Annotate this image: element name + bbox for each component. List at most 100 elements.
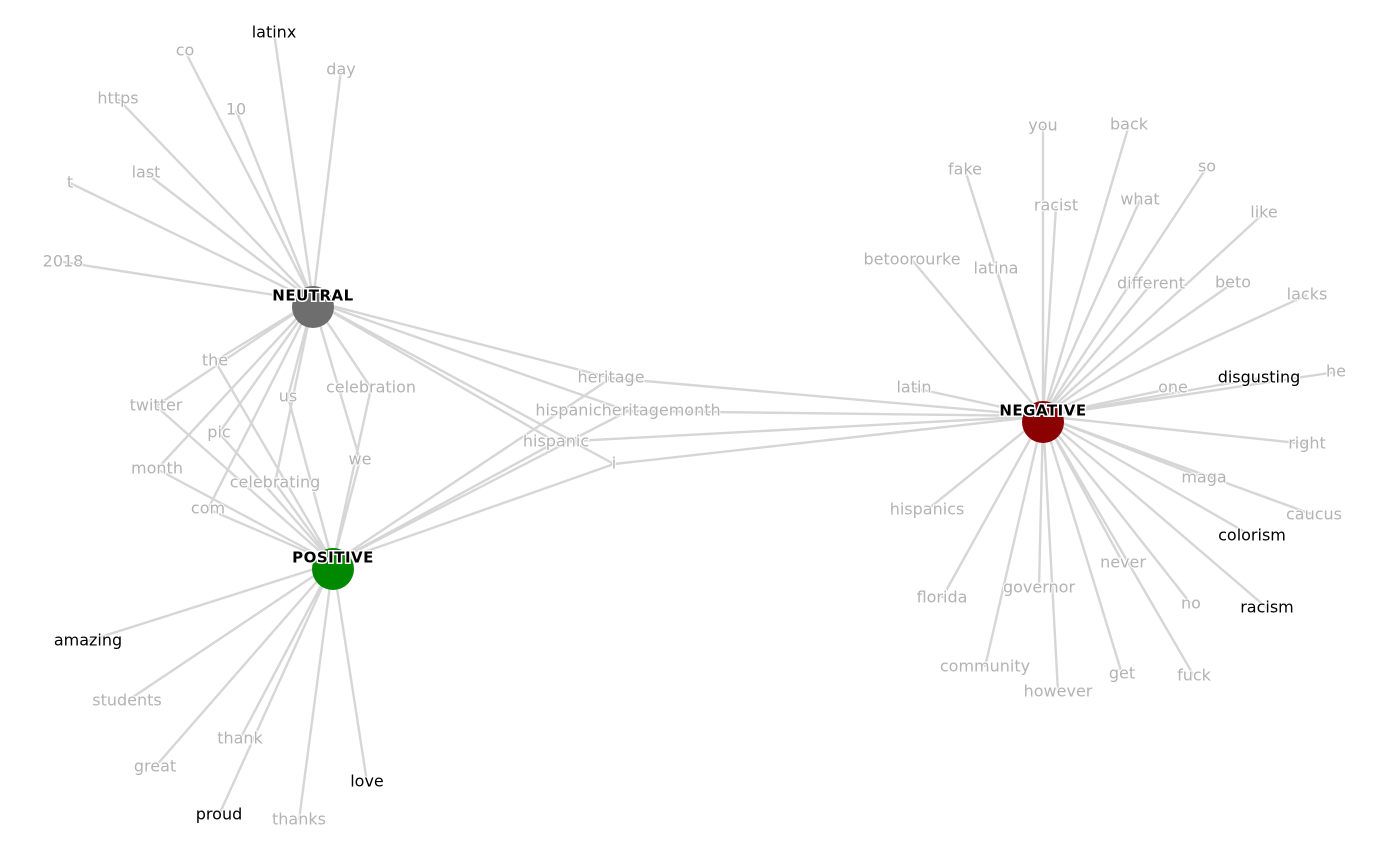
word-node-amazing[interactable]: amazing	[53, 630, 123, 651]
edge-negative-what	[1041, 199, 1142, 417]
word-node-caucus[interactable]: caucus	[1285, 504, 1343, 525]
edge-negative-hispanicheritagemonth	[627, 409, 1044, 418]
word-node-different[interactable]: different	[1116, 273, 1186, 294]
word-node-betoorourke[interactable]: betoorourke	[862, 249, 961, 270]
edge-negative-beto	[1042, 282, 1234, 417]
edges-layer	[62, 32, 1337, 821]
word-node-celebrating[interactable]: celebrating	[229, 472, 321, 493]
word-node-racism[interactable]: racism	[1239, 597, 1295, 618]
word-node-heritage[interactable]: heritage	[576, 367, 645, 388]
word-node-day[interactable]: day	[325, 59, 356, 80]
words-layer: latinx co day https 10 t last 2018 the twitter pic…	[42, 22, 1347, 830]
word-node-like[interactable]: like	[1249, 202, 1278, 223]
word-node-t[interactable]: t	[66, 172, 74, 193]
word-node-hispanicheritagemonth[interactable]: hispanicheritagemonth	[534, 400, 721, 421]
word-node-latina[interactable]: latina	[973, 258, 1020, 279]
edge-negative-community	[983, 415, 1045, 668]
edge-negative-different	[1042, 283, 1152, 417]
edge-neutral-com	[206, 300, 315, 510]
word-node-right[interactable]: right	[1287, 433, 1327, 454]
edge-negative-he	[1042, 370, 1337, 418]
word-node-2018[interactable]: 2018	[42, 251, 85, 272]
word-node-no[interactable]: no	[1180, 593, 1202, 614]
word-node-never[interactable]: never	[1099, 552, 1147, 573]
word-node-latin[interactable]: latin	[895, 377, 932, 398]
word-node-hispanics[interactable]: hispanics	[889, 499, 966, 520]
word-node-co[interactable]: co	[175, 40, 196, 61]
word-node-one[interactable]: one	[1157, 377, 1189, 398]
edge-negative-latin	[913, 386, 1044, 418]
edge-neutral-co	[183, 50, 315, 302]
edge-positive-hispanic	[332, 440, 557, 565]
word-node-florida[interactable]: florida	[916, 587, 969, 608]
edge-positive-heritage	[332, 377, 612, 564]
word-node-what[interactable]: what	[1119, 189, 1160, 210]
word-node-governor[interactable]: governor	[1002, 577, 1076, 598]
word-node-us[interactable]: us	[278, 386, 298, 407]
word-node-fuck[interactable]: fuck	[1176, 665, 1213, 686]
word-node-colorism[interactable]: colorism	[1217, 525, 1287, 546]
word-node-great[interactable]: great	[133, 756, 177, 777]
word-node-community[interactable]: community	[939, 656, 1031, 677]
word-node-he[interactable]: he	[1325, 361, 1347, 382]
word-node-month[interactable]: month	[130, 458, 184, 479]
edge-positive-pic	[218, 432, 334, 564]
edge-negative-caucus	[1042, 414, 1315, 517]
edge-negative-latina	[994, 268, 1045, 417]
word-node-however[interactable]: however	[1023, 681, 1094, 702]
edge-negative-like	[1042, 212, 1265, 417]
edge-negative-florida	[940, 415, 1045, 599]
word-node-i[interactable]: i	[611, 453, 617, 474]
edge-negative-however	[1041, 415, 1060, 693]
word-node-beto[interactable]: beto	[1214, 272, 1252, 293]
word-node-disgusting[interactable]: disgusting	[1217, 367, 1302, 388]
word-node-so[interactable]: so	[1197, 156, 1217, 177]
edge-neutral-day	[311, 69, 343, 302]
word-node-pic[interactable]: pic	[206, 422, 231, 443]
word-node-love[interactable]: love	[349, 771, 385, 792]
word-node-twitter[interactable]: twitter	[129, 395, 184, 416]
edge-positive-celebrating	[274, 482, 334, 564]
word-node-https[interactable]: https	[96, 88, 139, 109]
hub-node-negative[interactable]	[1022, 401, 1064, 443]
word-node-com[interactable]: com	[190, 498, 226, 519]
edge-neutral-t	[69, 181, 314, 303]
edge-positive-twitter	[155, 405, 334, 564]
edge-neutral-pic	[218, 300, 314, 434]
edge-neutral-hispanic	[312, 299, 557, 444]
word-node-celebration[interactable]: celebration	[325, 377, 417, 398]
edge-positive-students	[126, 562, 334, 702]
edge-negative-colorism	[1042, 414, 1253, 538]
edge-positive-thanks	[297, 562, 335, 821]
word-node-back[interactable]: back	[1109, 114, 1150, 135]
word-node-proud[interactable]: proud	[195, 804, 243, 825]
word-node-fake[interactable]: fake	[947, 159, 983, 180]
word-node-lacks[interactable]: lacks	[1286, 284, 1329, 305]
word-node-hispanic[interactable]: hispanic	[522, 431, 590, 452]
edge-negative-hispanic	[555, 414, 1044, 444]
word-node-you[interactable]: you	[1027, 115, 1058, 136]
word-node-students[interactable]: students	[91, 690, 163, 711]
word-node-racist[interactable]: racist	[1033, 195, 1079, 216]
word-node-get[interactable]: get	[1108, 663, 1136, 684]
word-node-thanks[interactable]: thanks	[271, 809, 327, 830]
edge-positive-us	[286, 396, 335, 564]
edge-negative-governor	[1037, 415, 1045, 589]
word-node-maga[interactable]: maga	[1180, 467, 1227, 488]
edge-neutral-hispanicheritagemonth	[312, 299, 629, 413]
edge-positive-thank	[238, 562, 335, 740]
edge-positive-com	[207, 507, 334, 565]
word-node-latinx[interactable]: latinx	[251, 22, 298, 43]
word-node-the[interactable]: the	[201, 350, 229, 371]
hub-label-positive: POSITIVE	[292, 549, 374, 567]
hub-node-positive[interactable]	[312, 548, 354, 590]
word-node-thank[interactable]: thank	[216, 728, 264, 749]
edge-neutral-last	[145, 172, 314, 302]
word-node-we[interactable]: we	[348, 449, 373, 470]
word-node-10[interactable]: 10	[225, 99, 247, 120]
edge-positive-i	[332, 462, 615, 565]
hub-node-neutral[interactable]	[292, 286, 334, 328]
word-node-last[interactable]: last	[131, 162, 162, 183]
